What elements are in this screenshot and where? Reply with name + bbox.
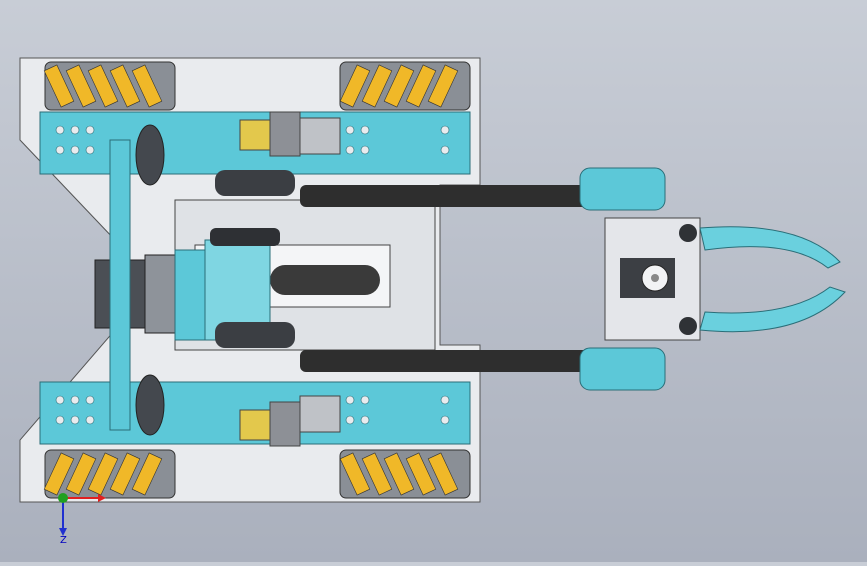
gripper-jaw-lower[interactable] — [699, 286, 846, 333]
coordinate-triad: Z — [58, 493, 106, 544]
belt-pulley-left[interactable] — [109, 124, 165, 436]
mecanum-wheel-rear-right[interactable] — [339, 449, 471, 499]
arm-belt-bottom[interactable] — [300, 347, 666, 391]
arm-belt-top[interactable] — [300, 167, 666, 211]
shaft-assembly[interactable] — [204, 170, 295, 348]
z-axis-head-icon — [59, 528, 67, 536]
y-axis-dot-icon — [58, 493, 68, 503]
x-axis-head-icon — [98, 494, 106, 502]
mecanum-wheel-front-right[interactable] — [339, 61, 471, 111]
drive-motor-bottom[interactable] — [239, 395, 341, 447]
mecanum-wheel-front-left[interactable] — [43, 61, 176, 111]
gripper-jaw-upper[interactable] — [699, 226, 841, 269]
mecanum-wheel-rear-left[interactable] — [43, 449, 176, 499]
z-axis-label: Z — [60, 535, 67, 544]
gripper-head[interactable] — [604, 217, 701, 341]
drive-motor-top[interactable] — [239, 111, 341, 157]
